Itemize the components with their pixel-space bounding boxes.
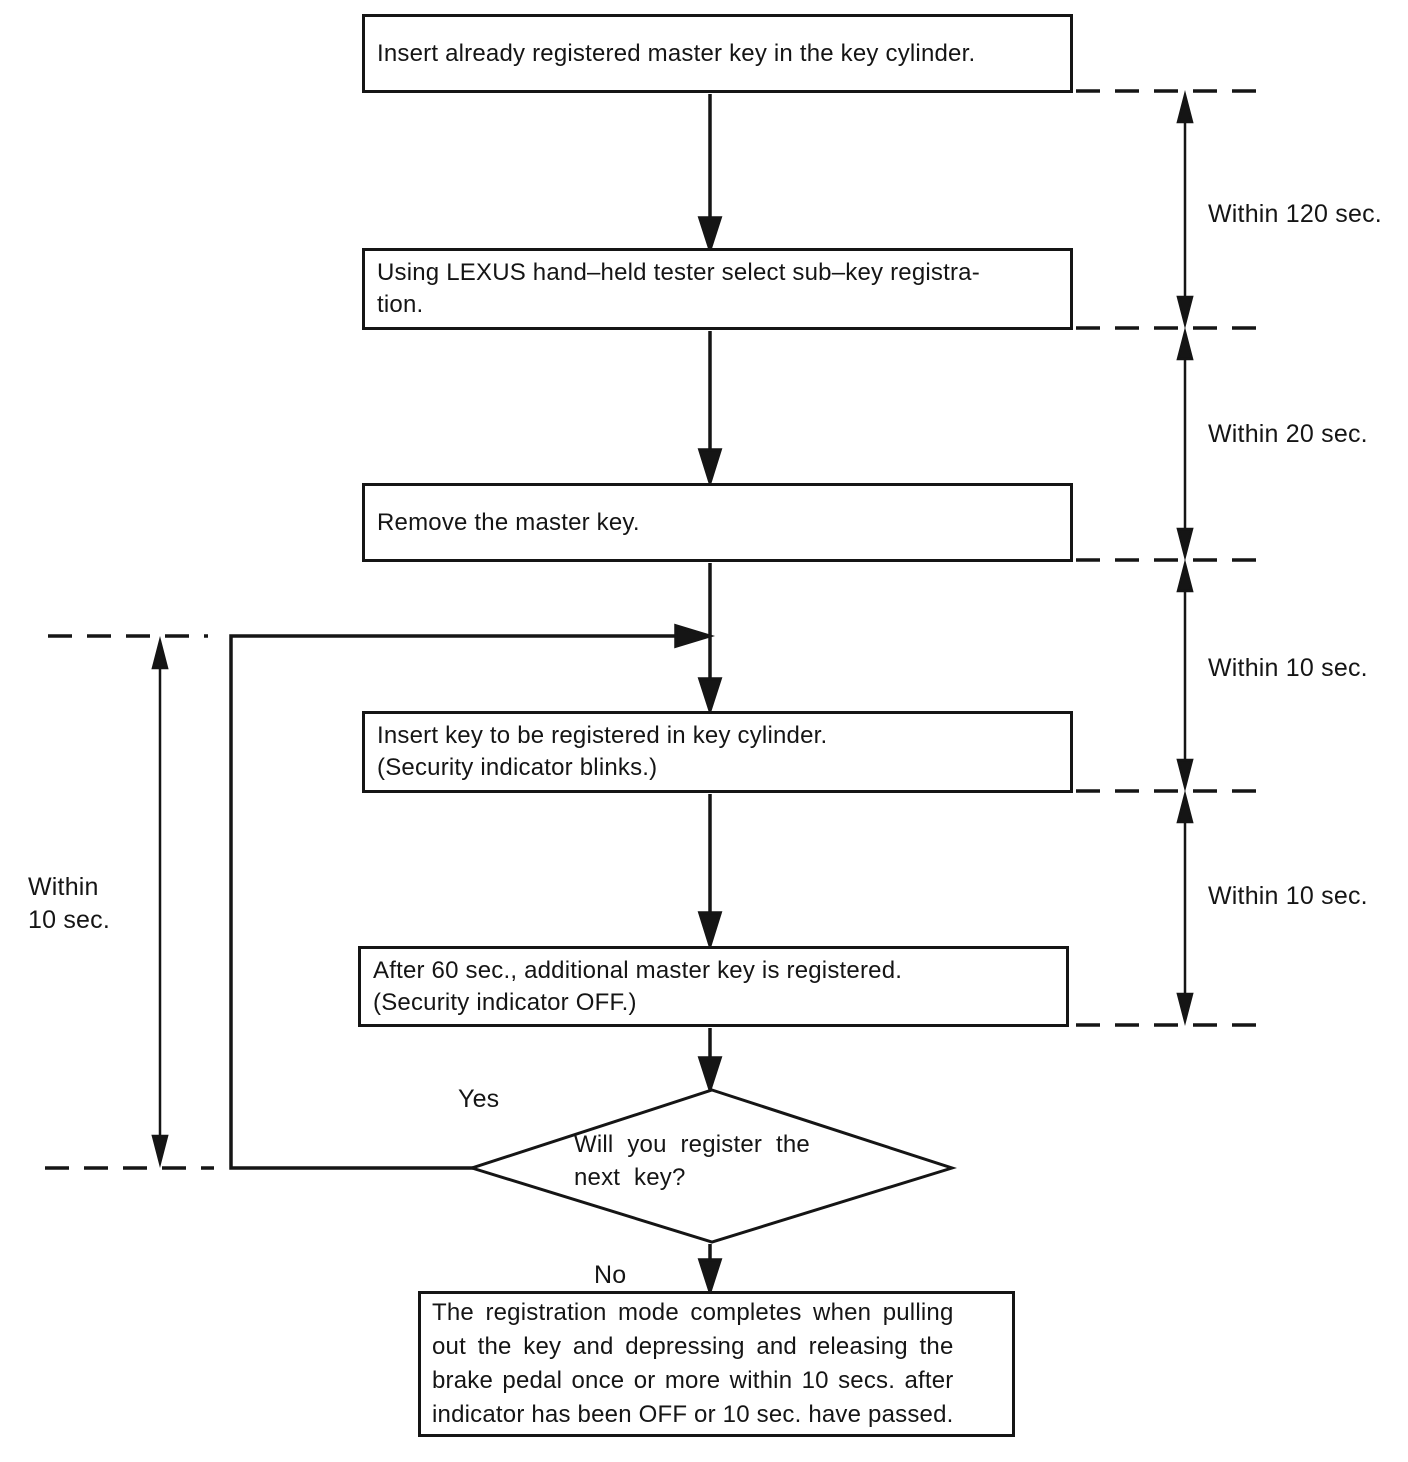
step-insert-master-key-text: Insert already registered master key in …: [377, 39, 976, 67]
measure-10sec-a-bottom-arrowhead: [1176, 758, 1194, 792]
arrowhead-decision: [697, 1056, 723, 1095]
arrowhead-step4: [697, 677, 723, 716]
step-key-registered-text: After 60 sec., additional master key is …: [373, 956, 903, 1016]
step-insert-master-key: Insert already registered master key in …: [362, 14, 1073, 93]
timing-label-left-within-10-sec: Within 10 sec.: [28, 873, 111, 934]
step-key-registered: After 60 sec., additional master key is …: [358, 946, 1069, 1027]
measure-120sec-top-arrowhead: [1176, 90, 1194, 124]
step-registration-complete-text: The registration mode completes when pul…: [432, 1299, 954, 1428]
decision-diamond: [467, 1088, 957, 1244]
measure-10sec-a-top-arrowhead: [1176, 559, 1194, 593]
decision-question-text: Will you register the next key?: [574, 1131, 810, 1191]
measure-20sec-top-arrowhead: [1176, 327, 1194, 361]
loop-yes-arrowhead: [674, 623, 716, 649]
arrowhead-end: [697, 1258, 723, 1297]
step-remove-master-key-text: Remove the master key.: [377, 508, 640, 536]
timing-label-within-10-sec-b: Within 10 sec.: [1208, 882, 1368, 910]
measure-20sec-bottom-arrowhead: [1176, 527, 1194, 561]
measure-left-10sec-bottom-arrowhead: [151, 1134, 169, 1168]
arrowhead-step2: [697, 216, 723, 255]
step-registration-complete: The registration mode completes when pul…: [418, 1291, 1015, 1437]
step-select-subkey-registration-text: Using LEXUS hand–held tester select sub–…: [377, 259, 980, 318]
measure-10sec-b-bottom-arrowhead: [1176, 992, 1194, 1026]
measure-10sec-b-top-arrowhead: [1176, 790, 1194, 824]
measure-120sec-bottom-arrowhead: [1176, 295, 1194, 329]
step-remove-master-key: Remove the master key.: [362, 483, 1073, 562]
timing-label-within-10-sec-a: Within 10 sec.: [1208, 654, 1368, 682]
step-insert-key-to-register: Insert key to be registered in key cylin…: [362, 711, 1073, 793]
step-insert-key-to-register-text: Insert key to be registered in key cylin…: [377, 722, 828, 781]
timing-label-within-20-sec: Within 20 sec.: [1208, 420, 1368, 448]
branch-label-no: No: [594, 1261, 627, 1289]
branch-label-yes: Yes: [458, 1085, 500, 1113]
arrowhead-step3: [697, 448, 723, 488]
arrowhead-step5: [697, 911, 723, 951]
measure-left-10sec-top-arrowhead: [151, 636, 169, 670]
timing-label-within-120-sec: Within 120 sec.: [1208, 200, 1382, 228]
step-select-subkey-registration: Using LEXUS hand–held tester select sub–…: [362, 248, 1073, 330]
loop-yes-line: [229, 634, 676, 1170]
